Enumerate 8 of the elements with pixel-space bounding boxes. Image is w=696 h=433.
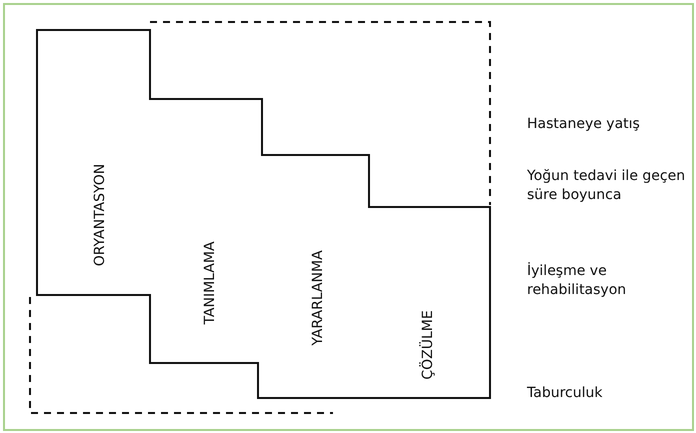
stage-label: TANIMLAMA — [202, 241, 218, 325]
stage-label: YARARLANMA — [310, 250, 326, 346]
phase-label: Yoğun tedavi ile geçen süre boyunca — [527, 167, 686, 205]
stage-label: ORYANTASYON — [92, 164, 108, 266]
phase-label: Taburculuk — [527, 384, 604, 403]
phase-label: Hastaneye yatış — [527, 115, 641, 134]
phase-label: İyileşme ve rehabilitasyon — [527, 262, 628, 300]
stage-label: ÇÖZÜLME — [420, 310, 436, 380]
